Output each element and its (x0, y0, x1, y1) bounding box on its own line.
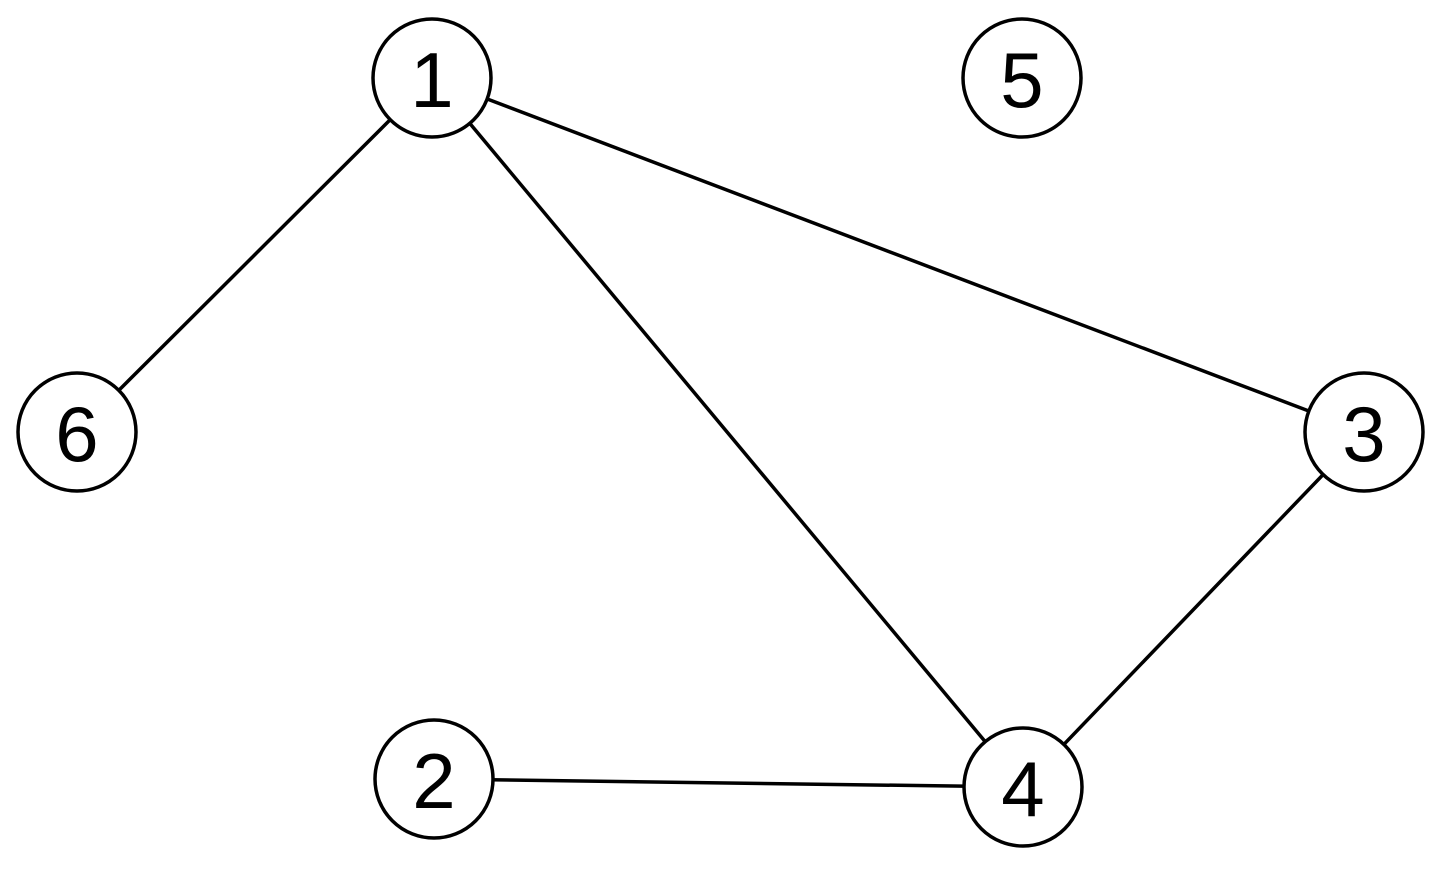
node-label-1: 1 (410, 36, 453, 124)
edge-1-4 (430, 76, 1025, 789)
nodes-layer: 1 2 3 4 5 6 (16, 17, 1425, 848)
edge-1-6 (75, 76, 434, 434)
node-label-4: 4 (1001, 745, 1044, 833)
node-circle-4 (962, 726, 1084, 848)
node-circle-5 (961, 17, 1083, 139)
edge-1-3 (431, 76, 1365, 434)
edge-2-4 (433, 777, 1024, 789)
node-label-5: 5 (1000, 36, 1043, 124)
node-circle-6 (16, 371, 138, 493)
node-label-2: 2 (412, 737, 455, 825)
node-4: 4 (962, 726, 1084, 848)
node-6: 6 (16, 371, 138, 493)
node-5: 5 (961, 17, 1083, 139)
edge-3-4 (1021, 430, 1366, 789)
node-2: 2 (373, 718, 495, 840)
node-label-3: 3 (1342, 390, 1385, 478)
node-3: 3 (1303, 371, 1425, 493)
node-circle-1 (371, 17, 493, 139)
node-circle-3 (1303, 371, 1425, 493)
node-1: 1 (371, 17, 493, 139)
node-label-6: 6 (55, 390, 98, 478)
node-circle-2 (373, 718, 495, 840)
edges-layer (75, 76, 1366, 789)
